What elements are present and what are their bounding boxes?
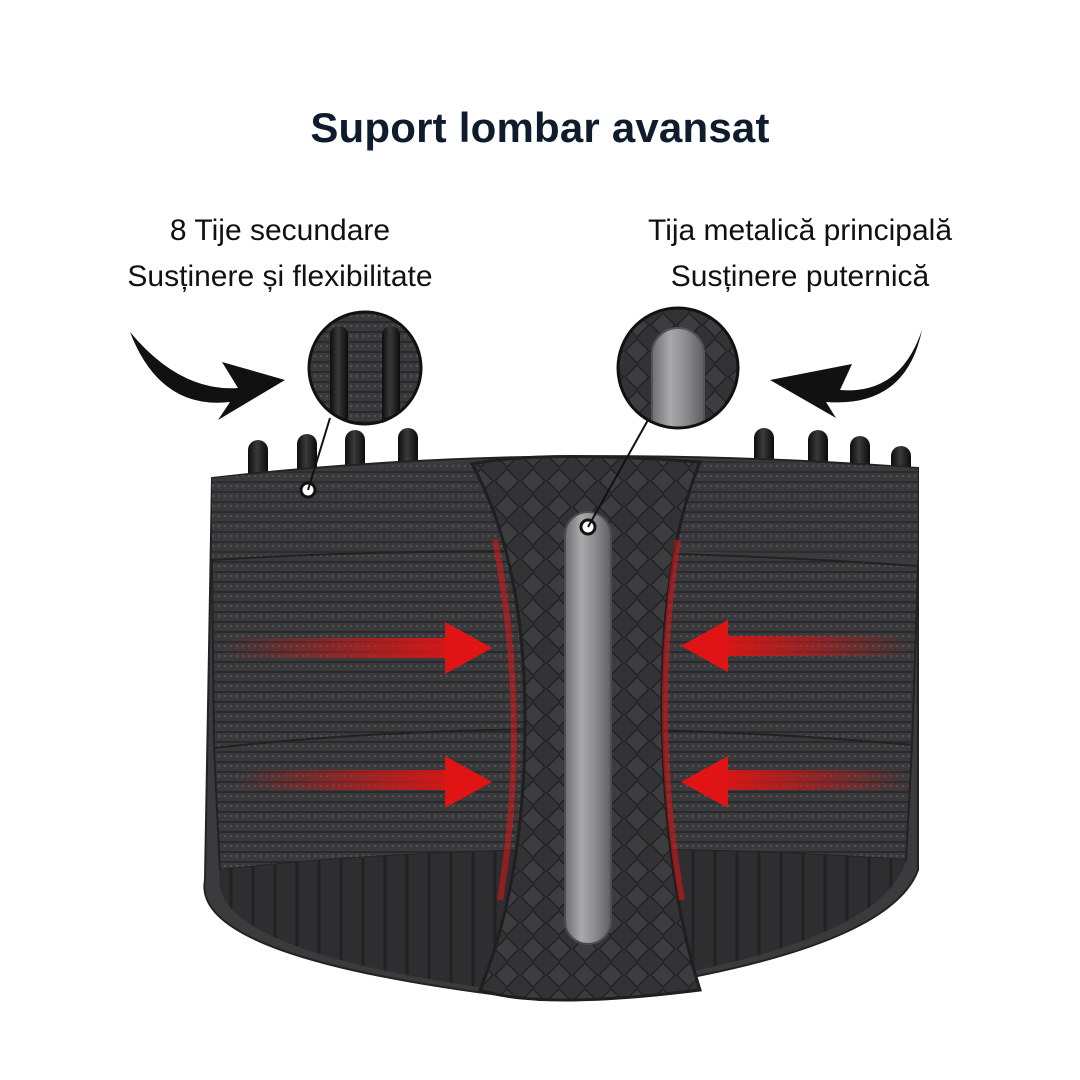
callout-main-stay: Tija metalică principală Susținere puter… <box>600 208 1000 300</box>
callout-right-line1: Tija metalică principală <box>647 214 952 247</box>
callout-left-line1: 8 Tije secundare <box>169 214 391 247</box>
curved-arrow-icon <box>130 332 285 420</box>
page-title: Suport lombar avansat <box>310 104 770 151</box>
zoom-circle-icon <box>307 310 423 426</box>
main-metal-stay <box>564 511 612 945</box>
zoom-circle-icon <box>616 306 740 430</box>
callout-right-line2: Susținere puternică <box>670 260 930 293</box>
curved-arrow-icon <box>770 330 922 418</box>
callout-left-line2: Susținere și flexibilitate <box>127 260 433 293</box>
callout-secondary-stays: 8 Tije secundare Susținere și flexibilit… <box>90 208 470 300</box>
pressure-arrow-icon <box>225 620 910 808</box>
